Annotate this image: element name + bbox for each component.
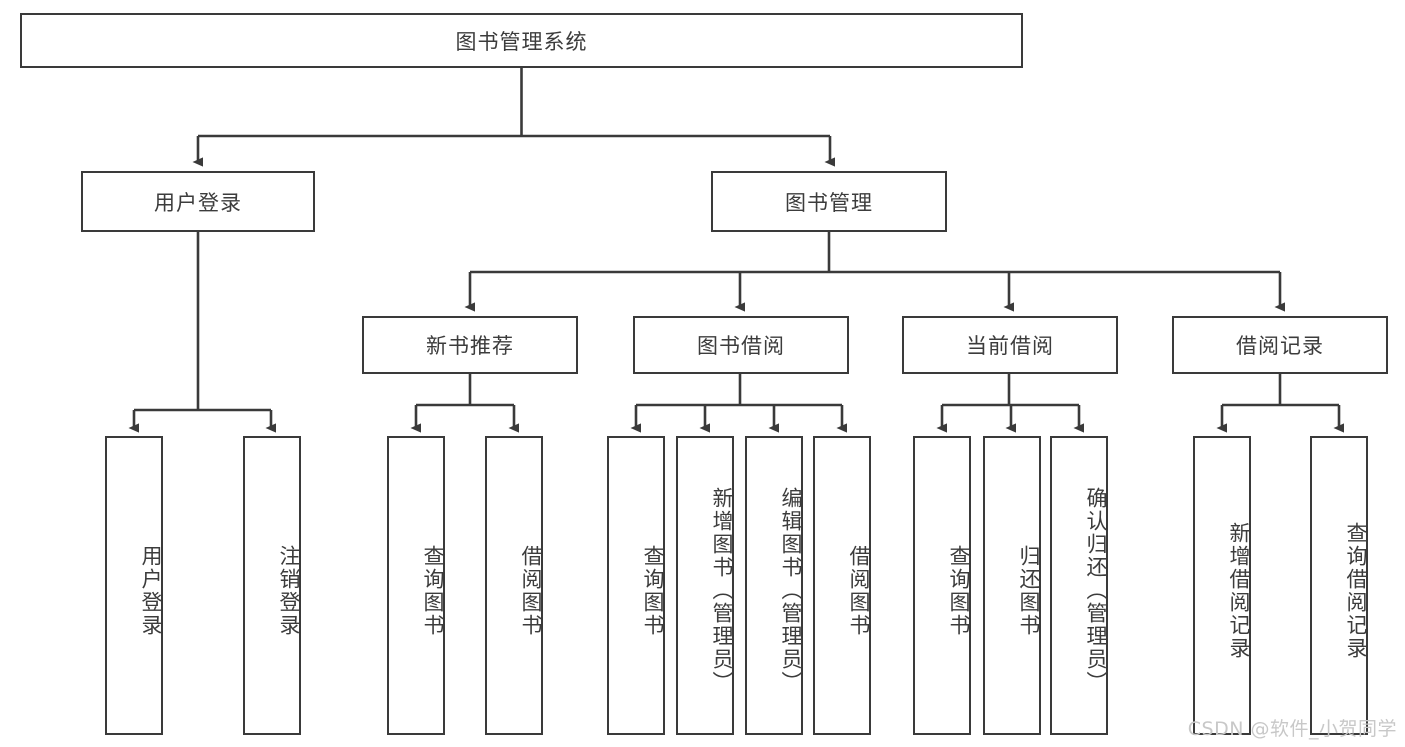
node-new-book-recommend[interactable]: 新书推荐 [362, 316, 578, 374]
node-leaf-query-book-3[interactable]: 查询图书 [913, 436, 971, 735]
node-leaf-return-book[interactable]: 归还图书 [983, 436, 1041, 735]
node-leaf-user-login[interactable]: 用户登录 [105, 436, 163, 735]
node-leaf-add-book[interactable]: 新增图书（管理员） [676, 436, 734, 735]
node-leaf-borrow-book-2[interactable]: 借阅图书 [813, 436, 871, 735]
node-leaf-borrow-book-1[interactable]: 借阅图书 [485, 436, 543, 735]
node-label: 借阅图书 [519, 544, 543, 637]
node-label: 新增图书（管理员） [710, 487, 734, 694]
node-label: 用户登录 [154, 190, 242, 215]
node-label: 查询图书 [641, 544, 665, 637]
node-label: 当前借阅 [966, 334, 1054, 358]
node-leaf-logout[interactable]: 注销登录 [243, 436, 301, 735]
node-current-borrow[interactable]: 当前借阅 [902, 316, 1118, 374]
node-label: 查询图书 [947, 544, 971, 637]
node-label: 归还图书 [1017, 544, 1041, 637]
node-label: 图书借阅 [697, 334, 785, 358]
node-book-borrow[interactable]: 图书借阅 [633, 316, 849, 374]
node-label: 查询图书 [421, 544, 445, 637]
node-label: 查询借阅记录 [1344, 521, 1368, 660]
node-user-login[interactable]: 用户登录 [81, 171, 315, 232]
node-leaf-confirm-return[interactable]: 确认归还（管理员） [1050, 436, 1108, 735]
node-leaf-add-record[interactable]: 新增借阅记录 [1193, 436, 1251, 735]
node-label: 图书管理系统 [455, 29, 588, 54]
node-label: 确认归还（管理员） [1084, 487, 1108, 694]
node-label: 借阅图书 [847, 544, 871, 637]
node-leaf-query-book-2[interactable]: 查询图书 [607, 436, 665, 735]
node-leaf-query-book-1[interactable]: 查询图书 [387, 436, 445, 735]
node-label: 借阅记录 [1236, 334, 1324, 358]
node-leaf-edit-book[interactable]: 编辑图书（管理员） [745, 436, 803, 735]
node-leaf-query-record[interactable]: 查询借阅记录 [1310, 436, 1368, 735]
node-book-management[interactable]: 图书管理 [711, 171, 947, 232]
node-label: 新增借阅记录 [1227, 521, 1251, 660]
node-borrow-record[interactable]: 借阅记录 [1172, 316, 1388, 374]
node-label: 用户登录 [139, 544, 163, 637]
node-label: 编辑图书（管理员） [779, 487, 803, 694]
node-label: 注销登录 [277, 544, 301, 637]
node-label: 图书管理 [785, 190, 873, 215]
watermark-text: CSDN @软件_小贺同学 [1187, 718, 1397, 740]
node-label: 新书推荐 [426, 334, 514, 358]
node-root-book-management-system[interactable]: 图书管理系统 [20, 13, 1023, 68]
